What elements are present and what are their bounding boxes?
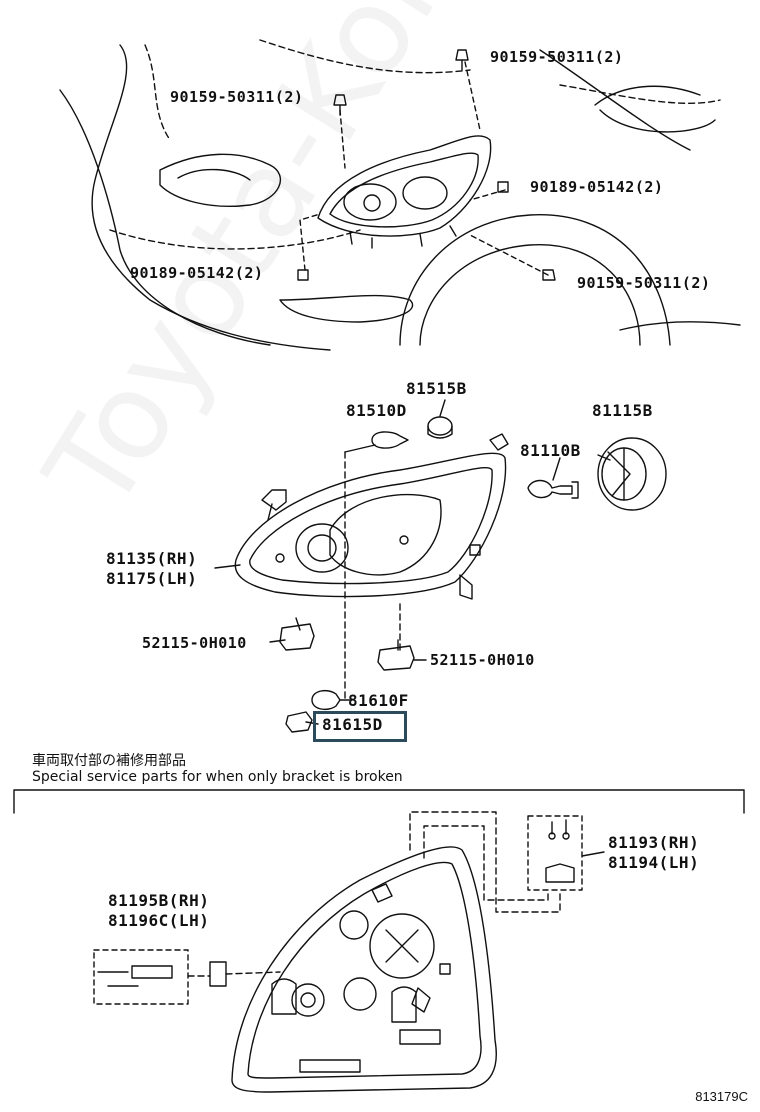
label-81195b-rh: 81195B(RH)	[108, 891, 210, 910]
headlamp-unit-exploded	[234, 433, 509, 600]
label-81610f: 81610F	[348, 691, 409, 710]
bulb-81510d-shape	[371, 431, 409, 449]
headlamp-rear-view	[231, 846, 497, 1093]
socket-81615d-shape	[285, 711, 313, 733]
label-90159-50311-lower-right: 90159-50311(2)	[577, 274, 711, 292]
note-japanese: 車両取付部の補修用部品	[32, 753, 186, 769]
label-90159-50311-upper-right: 90159-50311(2)	[490, 48, 624, 66]
clip-52115-left-shape	[279, 617, 315, 651]
cap-81115b-shape	[597, 437, 667, 511]
bracket-81195-box	[93, 949, 227, 1005]
top-leader-lines	[299, 61, 549, 276]
note-english: Special service parts for when only brac…	[32, 769, 403, 785]
label-90159-50311-upper-left: 90159-50311(2)	[170, 88, 304, 106]
label-81110b: 81110B	[520, 441, 581, 460]
label-81194-lh: 81194(LH)	[608, 853, 700, 872]
label-81175-lh: 81175(LH)	[106, 569, 198, 588]
illustration-code: 813179C	[695, 1089, 748, 1104]
label-52115-0h010-right: 52115-0H010	[430, 651, 535, 669]
label-81135-rh: 81135(RH)	[106, 549, 198, 568]
bottom-leader-lines	[187, 811, 561, 977]
bulb-81610f-shape	[311, 689, 341, 711]
label-90189-05142-right: 90189-05142(2)	[530, 178, 664, 196]
label-81115b: 81115B	[592, 401, 653, 420]
installed-headlamp-top	[317, 135, 492, 249]
middle-leader-lines	[214, 399, 611, 725]
bracket-box-frame	[13, 789, 745, 814]
vehicle-body-outline	[59, 39, 741, 351]
bulb-81110b-shape	[527, 479, 579, 499]
bottom-solid-leaders	[581, 851, 605, 857]
bulb-81515b-shape	[427, 416, 453, 439]
label-81510d: 81510D	[346, 401, 407, 420]
label-81196c-lh: 81196C(LH)	[108, 911, 210, 930]
highlight-frame-81615d	[313, 711, 407, 742]
clip-52115-right-shape	[377, 639, 415, 671]
label-90189-05142-left: 90189-05142(2)	[130, 264, 264, 282]
label-81615d: 81615D	[322, 715, 383, 734]
label-81193-rh: 81193(RH)	[608, 833, 700, 852]
label-52115-0h010-left: 52115-0H010	[142, 634, 247, 652]
bracket-81193-box	[527, 815, 583, 891]
label-81515b: 81515B	[406, 379, 467, 398]
top-fasteners	[297, 49, 556, 281]
